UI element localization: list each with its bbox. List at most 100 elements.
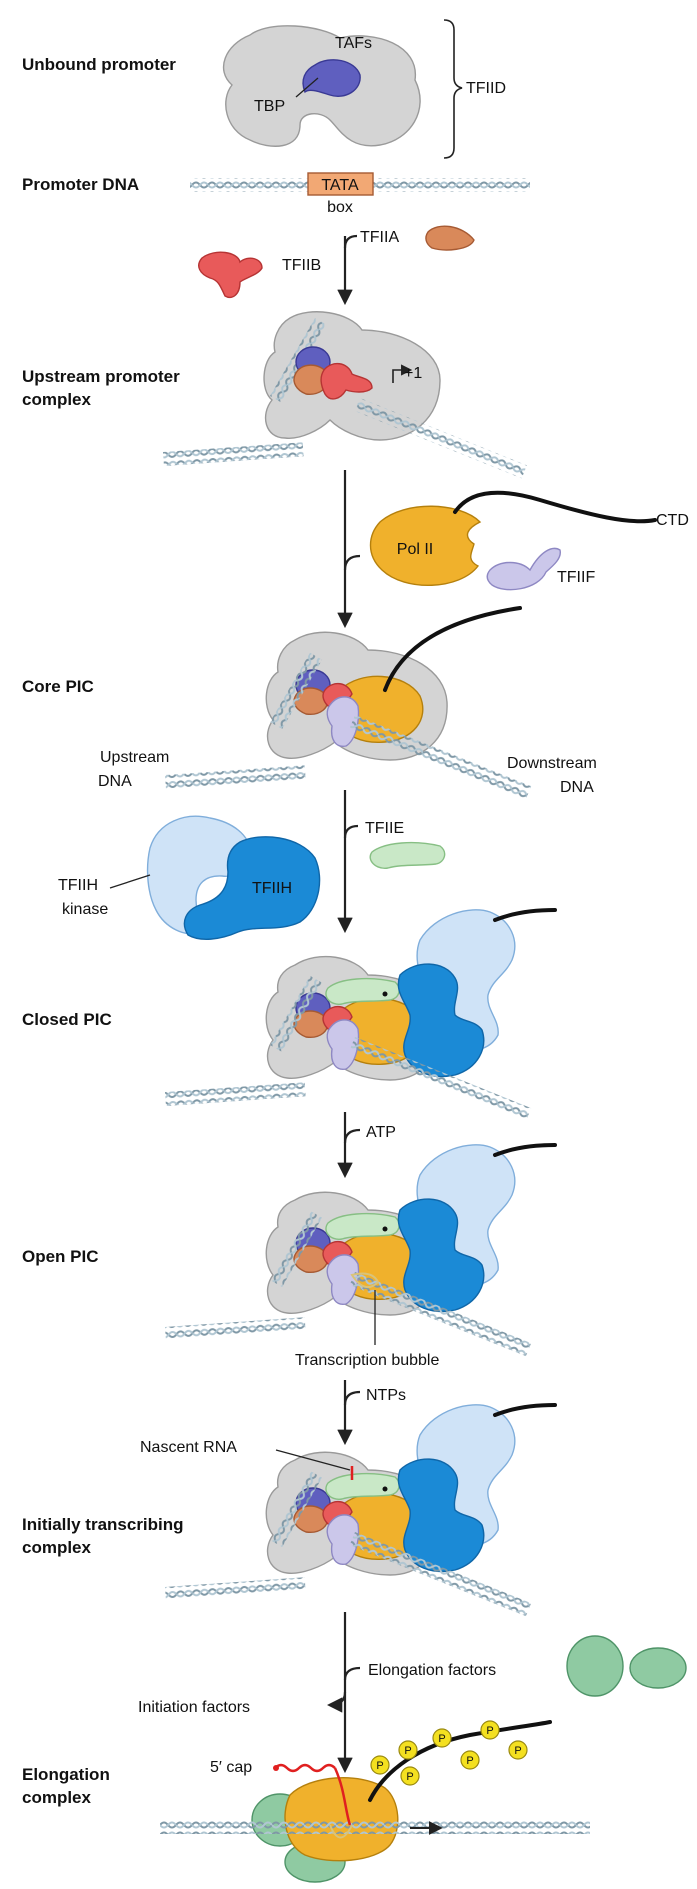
tfiie-shape [369,841,446,869]
arrow-6-branch-initiation [326,1691,347,1713]
stage-label-open-pic: Open PIC [22,1247,99,1266]
label-tata: TATA [321,177,359,194]
phosphate-7 [508,1740,528,1760]
open-pic-dot [382,1226,388,1232]
initial-tfiif [326,1514,360,1565]
label-tfiia: TFIIA [360,229,399,246]
label-initiation-factors: Initiation factors [138,1699,250,1716]
label-downstream-2: DNA [560,779,594,796]
label-tfiih: TFIIH [252,880,292,897]
closed-pic-dna-left [165,1082,306,1106]
initial-dna-bend [270,1470,323,1547]
five-prime-cap-dot [273,1765,279,1771]
open-pic-dna-left [165,1317,306,1341]
arrow-4-branch [343,1128,361,1144]
open-pic-dna-right [349,1272,532,1357]
label-tfiih-kinase-1: TFIIH [58,877,98,894]
label-tfiif: TFIIF [557,569,595,586]
tata-box [307,172,374,196]
closed-pic-dna-right [349,1036,532,1122]
phosphate-6 [480,1720,500,1740]
initial-dna-right [349,1532,532,1617]
open-pic-dna-bend [270,1210,323,1287]
tfiih-kinase-leader [109,874,151,889]
elongation-rna [274,1763,336,1773]
label-tfiid: TFIID [466,80,506,97]
open-pic-tfiie [325,1212,400,1240]
tfiih-shape [183,836,321,940]
stage-label-promoter-dna: Promoter DNA [22,175,139,194]
core-pic-tfiif [326,696,360,747]
stage-label-elongation-1: Elongation [22,1765,110,1784]
core-pic-ctd [383,606,522,692]
upstream-dna-right [354,398,527,479]
stage-label-initially-transcribing-2: complex [22,1538,92,1557]
upstream-dna-left [163,442,304,466]
label-five-prime-cap: 5′ cap [210,1759,252,1776]
label-plus-one: +1 [404,365,422,382]
tfiia-shape [425,225,475,251]
stage-label-elongation-2: complex [22,1788,92,1807]
initial-tfiih [397,1458,485,1573]
arrow-1-branch [343,234,358,249]
label-tbp: TBP [254,98,285,115]
phosphate-4-label: P [438,1733,445,1745]
phosphate-2-label: P [404,1745,411,1757]
closed-pic-tfiif [326,1019,360,1070]
open-pic-tfiih [397,1198,485,1313]
upstream-tfiib [320,363,373,400]
initial-tfiia [293,1505,329,1533]
open-pic-ctd [493,1143,557,1157]
closed-pic-ctd [493,908,557,922]
arrow-5-branch [343,1390,361,1406]
closed-pic-dot [382,991,388,997]
core-pic-dna-bend [270,652,323,730]
initial-ctd [493,1403,557,1417]
arrow-3-branch [343,824,359,839]
phosphate-1-label: P [376,1760,383,1772]
label-tafs: TAFs [335,35,372,52]
phosphate-2 [398,1740,418,1760]
phosphate-5-label: P [466,1755,473,1767]
closed-pic-group [165,908,557,1122]
arrow-6-branch-elongation [343,1666,361,1681]
label-nascent-rna: Nascent RNA [140,1439,237,1456]
arrow-2-branch [343,554,361,571]
tss-arrow [392,364,413,383]
initial-dna-left [165,1577,306,1601]
elongation-factor-1 [566,1635,624,1697]
stage-label-closed-pic: Closed PIC [22,1010,112,1029]
tbp-leader-line [295,77,319,98]
label-upstream-2: DNA [98,773,132,790]
initial-tfiie [325,1472,400,1500]
tfiif-shape [486,547,561,591]
label-tfiih-kinase-2: kinase [62,901,108,918]
phosphate-6-label: P [486,1725,493,1737]
open-pic-tfiif [326,1254,360,1305]
elongation-group: P P P P P P P [160,1720,590,1883]
elongation-rna-tail [333,1767,352,1826]
open-pic-tfiia [293,1245,329,1273]
label-ctd: CTD [656,512,689,529]
open-pic-group [165,1143,557,1357]
nascent-rna-leader [275,1449,351,1471]
label-downstream-1: Downstream [507,755,597,772]
initially-transcribing-group [165,1403,557,1617]
label-elongation-factors: Elongation factors [368,1662,496,1679]
ctd-tail [453,490,657,524]
stage-label-upstream-promoter-1: Upstream promoter [22,367,180,386]
core-pic-tfiia [293,687,329,715]
label-tfiie: TFIIE [365,820,404,837]
label-transcription-bubble: Transcription bubble [295,1352,439,1369]
label-box: box [327,199,353,216]
closed-pic-tfiia [293,1010,329,1038]
label-atp: ATP [366,1124,396,1141]
tfiib-shape [198,251,263,299]
tfiid-bracket [443,19,463,159]
stage-label-core-pic: Core PIC [22,677,94,696]
elongation-factor-2 [629,1647,687,1689]
phosphate-7-label: P [514,1745,521,1757]
phosphate-3-label: P [406,1771,413,1783]
stage-label-upstream-promoter-2: complex [22,390,92,409]
phosphate-4 [432,1728,452,1748]
